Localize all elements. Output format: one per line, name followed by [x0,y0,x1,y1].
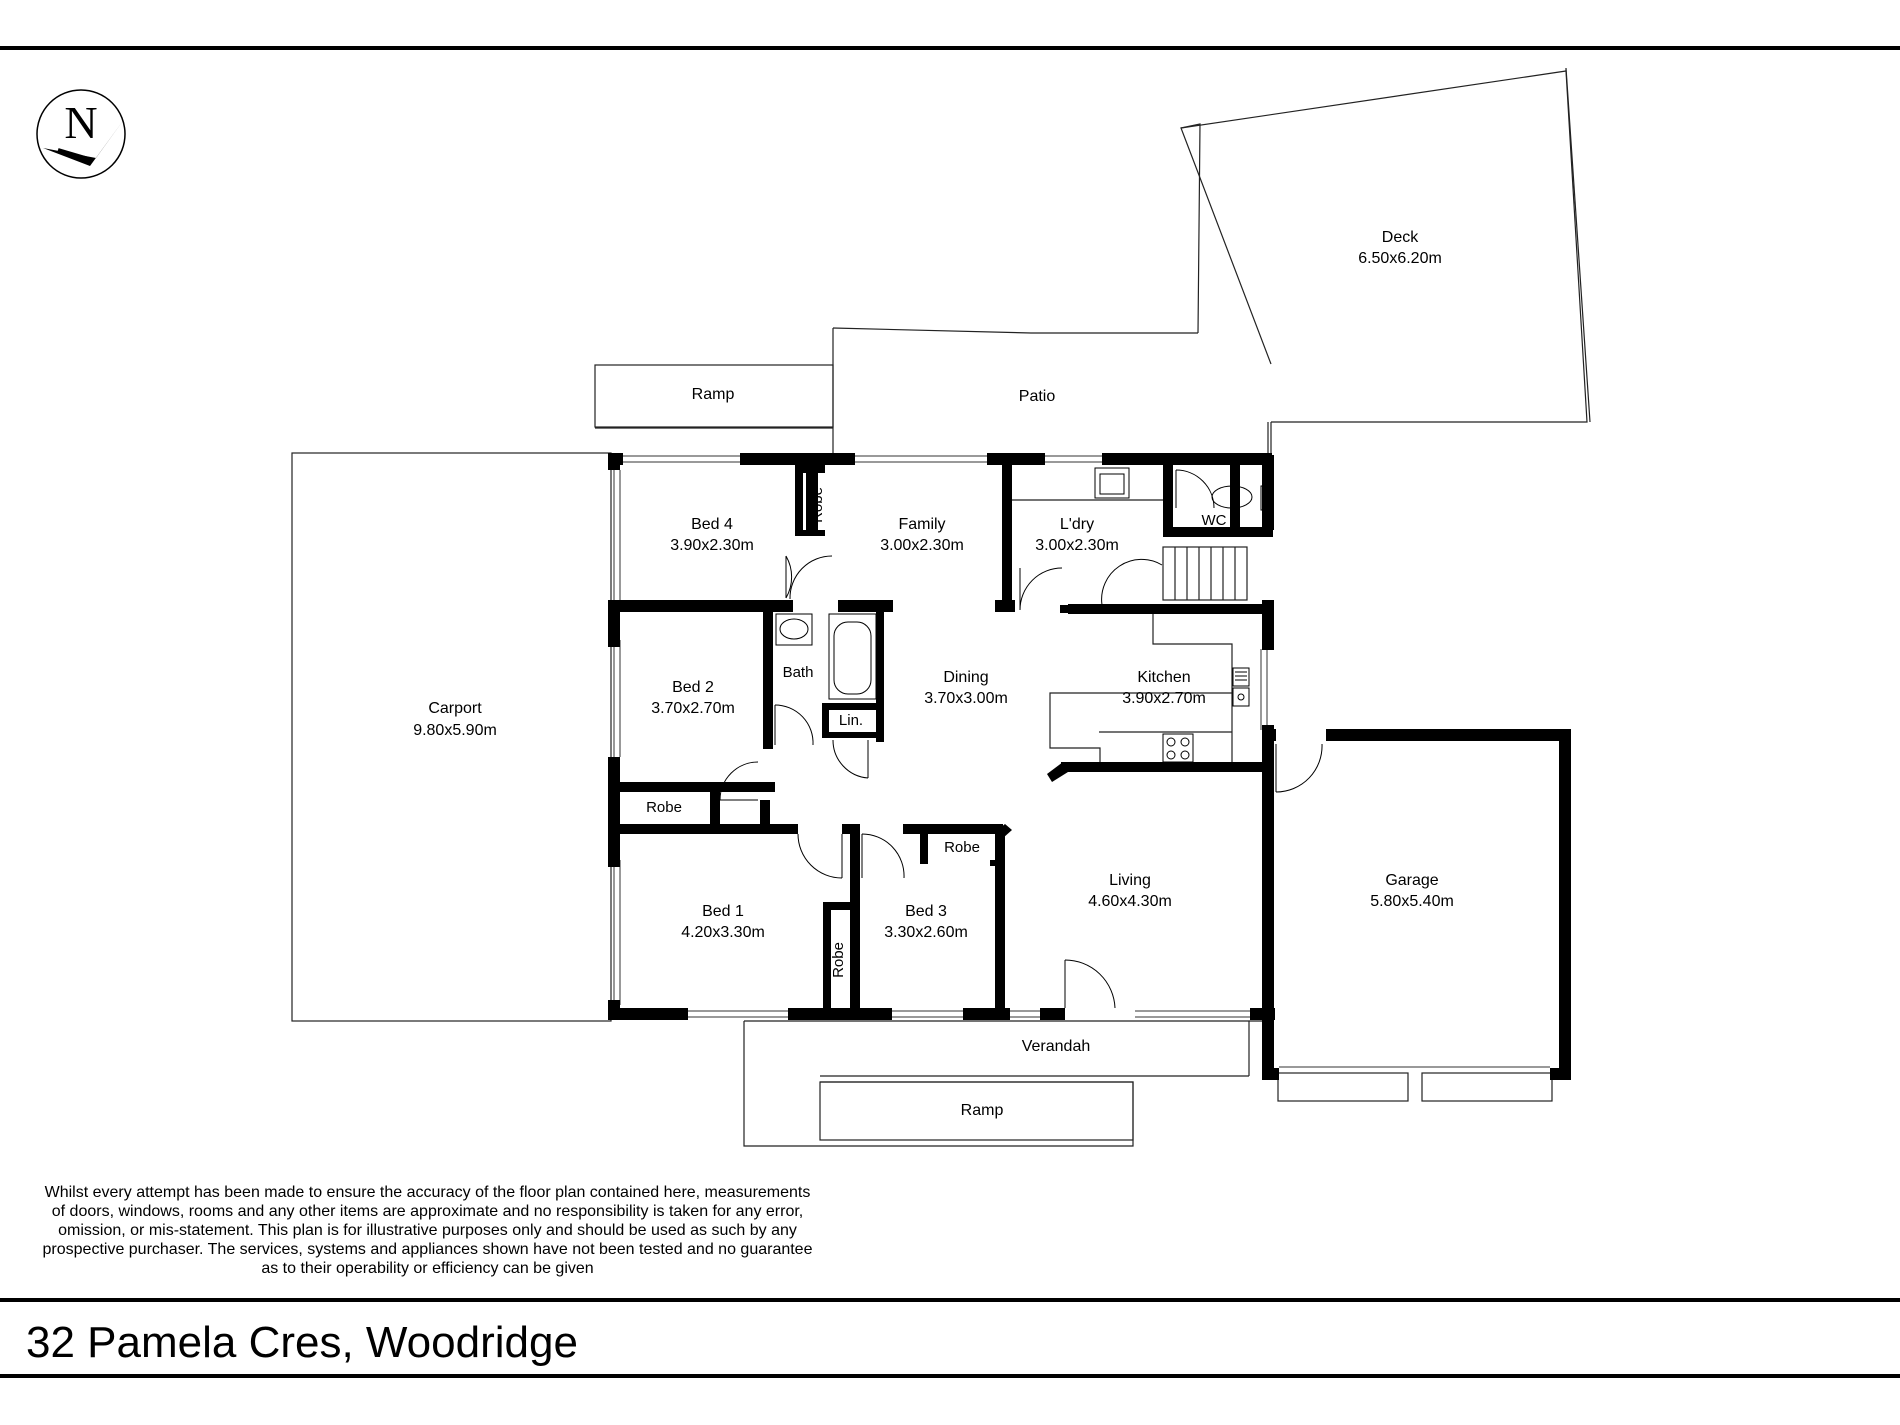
disclaimer-line: Whilst every attempt has been made to en… [44,1184,811,1201]
family-size: 3.00x2.30m [880,537,964,554]
disclaimer: Whilst every attempt has been made to en… [0,1183,855,1278]
laundry-tub-icon [1094,467,1130,499]
deck-name: Deck [1382,229,1419,246]
top-rule [0,46,1900,50]
patio-name: Patio [1019,388,1056,405]
north-arrow-icon: N [36,89,126,179]
bed4-size: 3.90x2.30m [670,537,754,554]
robe-bed1-name: Robe [830,942,847,978]
wc-name: WC [1202,512,1227,529]
carport-name: Carport [428,700,482,717]
door-swings [719,555,1323,1009]
cooktop-icon [1162,733,1194,763]
disclaimer-line: of doors, windows, rooms and any other i… [51,1203,804,1220]
ramp-top-name: Ramp [692,386,735,403]
address-bottom-rule [0,1374,1900,1378]
disclaimer-line: omission, or mis-statement. This plan is… [58,1222,797,1239]
fixtures [775,467,1272,763]
property-address: 32 Pamela Cres, Woodridge [26,1318,578,1367]
kitchen-size: 3.90x2.70m [1122,690,1206,707]
robe-bed2-name: Robe [646,799,682,816]
shower-screen-icon [1175,469,1215,509]
deck-size: 6.50x6.20m [1358,250,1442,267]
windows [613,455,1550,1068]
living-name: Living [1109,872,1151,889]
address-top-rule [0,1298,1900,1302]
outdoor-outlines [291,67,1591,1147]
room-labels: Deck 6.50x6.20m Ramp Patio Bed 4 3.90x2.… [413,229,1454,1119]
basin-icon [775,613,813,646]
verandah-name: Verandah [1022,1038,1091,1055]
disclaimer-line: prospective purchaser. The services, sys… [42,1241,813,1258]
bed1-size: 4.20x3.30m [681,924,765,941]
bed2-name: Bed 2 [672,679,714,696]
kitchen-name: Kitchen [1137,669,1190,686]
compass-letter: N [64,97,97,148]
bed4-name: Bed 4 [691,516,733,533]
family-name: Family [898,516,945,533]
bed2-size: 3.70x2.70m [651,700,735,717]
robe-bed4-name: Robe [809,487,826,523]
living-size: 4.60x4.30m [1088,893,1172,910]
dining-name: Dining [943,669,988,686]
laundry-name: L'dry [1060,516,1094,533]
bathtub-icon [828,613,877,700]
linen-name: Lin. [839,712,863,729]
carport-size: 9.80x5.90m [413,722,497,739]
bed1-name: Bed 1 [702,903,744,920]
walls [608,453,1571,1080]
ramp-bottom-name: Ramp [961,1102,1004,1119]
robe-bed3-name: Robe [944,839,980,856]
garage-size: 5.80x5.40m [1370,893,1454,910]
sink-icon [1232,667,1250,707]
bath-name: Bath [783,664,814,681]
disclaimer-line: as to their operability or efficiency ca… [261,1260,594,1277]
bed3-size: 3.30x2.60m [884,924,968,941]
dining-size: 3.70x3.00m [924,690,1008,707]
laundry-size: 3.00x2.30m [1035,537,1119,554]
bed3-name: Bed 3 [905,903,947,920]
garage-name: Garage [1385,872,1438,889]
